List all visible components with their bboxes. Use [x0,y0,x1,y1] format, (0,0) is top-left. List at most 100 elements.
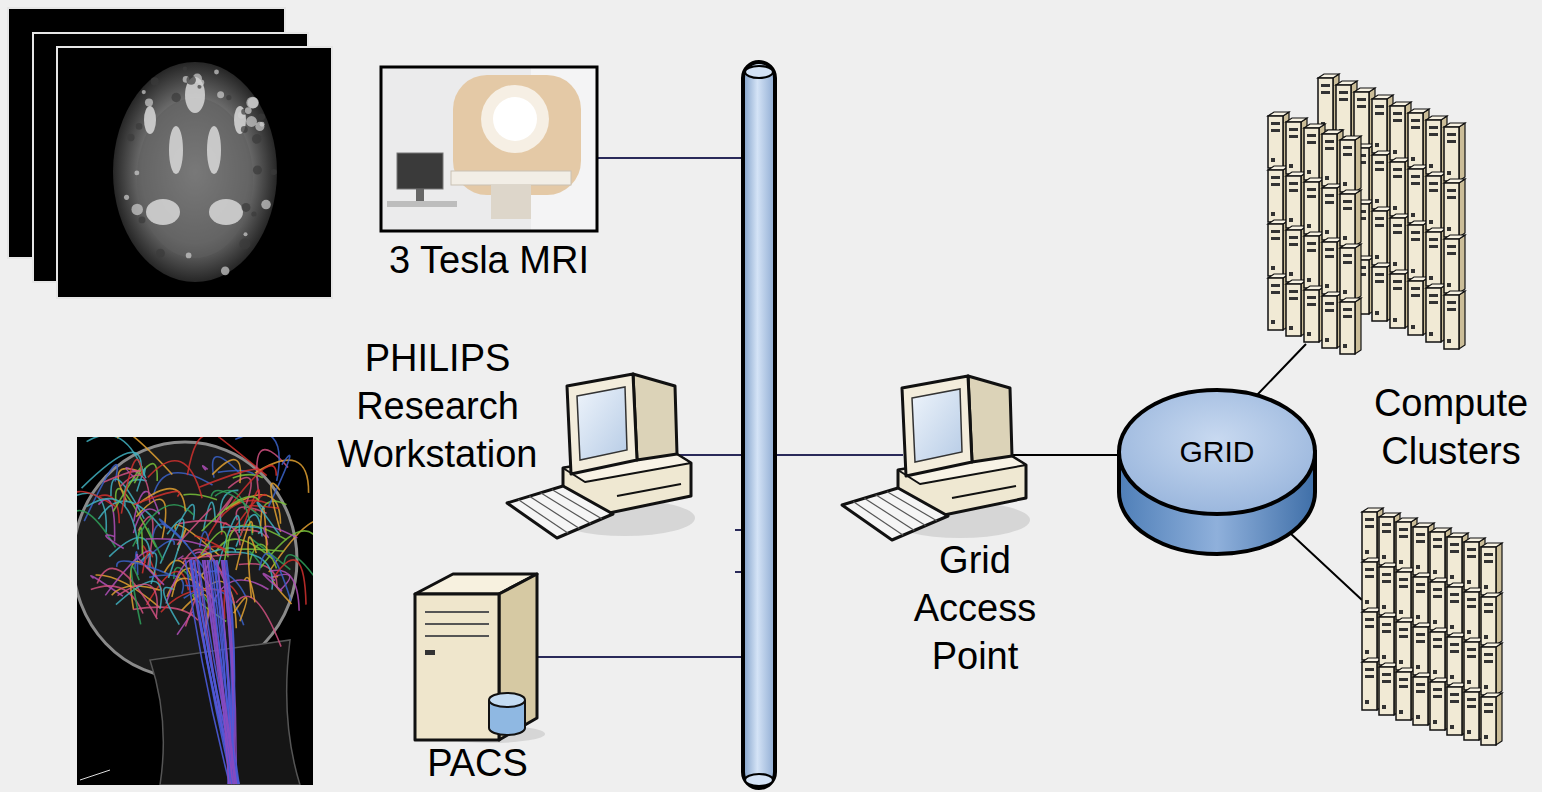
brain-core [137,98,253,258]
fiber-tract [203,466,208,471]
fiber-tract [134,491,180,504]
network-link [1010,454,1118,456]
csf-region [144,106,156,134]
fiber-bundle [194,560,237,784]
patient-table [451,171,571,185]
scan-speckle [221,267,230,276]
scan-speckle [145,99,153,107]
grid-access-point-node: Grid Access Point [835,365,1060,685]
csf-region [207,126,221,174]
console-desk [387,201,457,207]
compute-clusters-node: Compute Clusters [1262,72,1542,750]
server-unit [1481,543,1502,595]
keyboard [507,486,613,538]
node-label: Grid Access Point [900,536,1050,680]
slice-marker [80,770,110,780]
fiber-tract [270,570,299,610]
scan-speckle [242,203,251,212]
bus-cap [745,774,773,786]
server-unit [1340,136,1361,192]
scan-speckle [139,216,146,223]
photo-ground [381,67,597,231]
scan-speckle [246,116,257,127]
fiber-tract [177,509,211,545]
drive-slot [425,635,489,637]
mri-slice [57,47,332,298]
fiber-tract [148,461,202,499]
console-stand [416,189,424,201]
fiber-bundle [198,560,239,784]
drive-slot [425,611,489,613]
grid-cylinder-node: GRID [1116,388,1318,557]
scan-speckle [198,79,204,85]
server-front [415,594,499,740]
scan-speckle [251,211,256,216]
network-bus [743,62,775,788]
drive-slot [617,484,681,496]
monitor-side [968,376,1012,462]
fiber-tract [142,552,152,573]
scan-speckle [136,123,143,130]
scan-speckle [261,200,271,210]
label-box: Compute Clusters [1365,379,1537,475]
server-unit [1444,123,1465,181]
scan-speckle [239,238,250,249]
node-icon [840,370,1030,546]
fiber-tract [82,452,142,488]
photo-border [381,67,597,231]
fiber-bundle [205,560,236,784]
fiber-bundle [190,560,238,784]
keyboard [842,488,948,540]
fiber-tract [199,469,259,487]
fiber-tract [221,527,262,534]
scanner-bore [493,97,537,141]
fiber-tract [104,471,140,482]
fiber-tract [86,499,138,550]
bus-cap [745,66,773,78]
keyboard-keys [887,491,937,520]
node-label: 3 Tesla MRI [378,236,600,284]
fiber-tract [195,536,227,550]
scan-speckle [246,97,258,109]
server-unit [1444,235,1465,293]
monitor-screen [577,387,627,460]
csf-region [146,199,180,225]
csf-region [169,126,183,174]
fiber-tract [77,511,116,548]
fiber-bundle [194,560,235,784]
scan-speckle [151,77,159,85]
server-unit [1340,190,1361,246]
workstation-node: PHILIPS Research Workstation [325,334,697,546]
fiber-bundle [203,560,233,784]
fiber-tract [187,437,208,475]
scan-speckle [241,126,248,133]
node-icon [1116,388,1318,557]
scan-speckle [142,90,146,94]
pacs-server-node: PACS [410,570,545,790]
fiber-tract [212,460,240,484]
drive-slot [952,486,1016,498]
node-label: GRID [1116,434,1318,470]
node-icon [381,67,597,231]
server-unit [1481,693,1502,745]
node-label: Compute Clusters [1365,379,1537,475]
scan-speckle [186,253,192,259]
scanner-node: 3 Tesla MRI [378,64,600,288]
monitor-screen [912,389,962,462]
label-box: PACS [410,739,545,787]
fiber-tract [233,475,263,478]
server-unit [1481,643,1502,695]
server-unit [1444,179,1465,237]
scan-speckle [258,113,265,120]
scan-speckle [217,91,224,98]
brain-scan [113,62,277,282]
scan-speckle [245,107,252,114]
scan-speckle [270,169,276,175]
fiber-tract [106,535,124,549]
cluster-rack [1268,74,1465,354]
scan-speckle [124,195,129,200]
fiber-tract [178,556,183,559]
fiber-tract [201,531,227,561]
